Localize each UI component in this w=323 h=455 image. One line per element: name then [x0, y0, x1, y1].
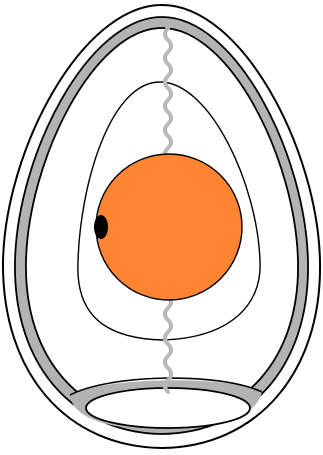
germinal-disc — [94, 215, 108, 239]
yolk — [96, 154, 242, 300]
